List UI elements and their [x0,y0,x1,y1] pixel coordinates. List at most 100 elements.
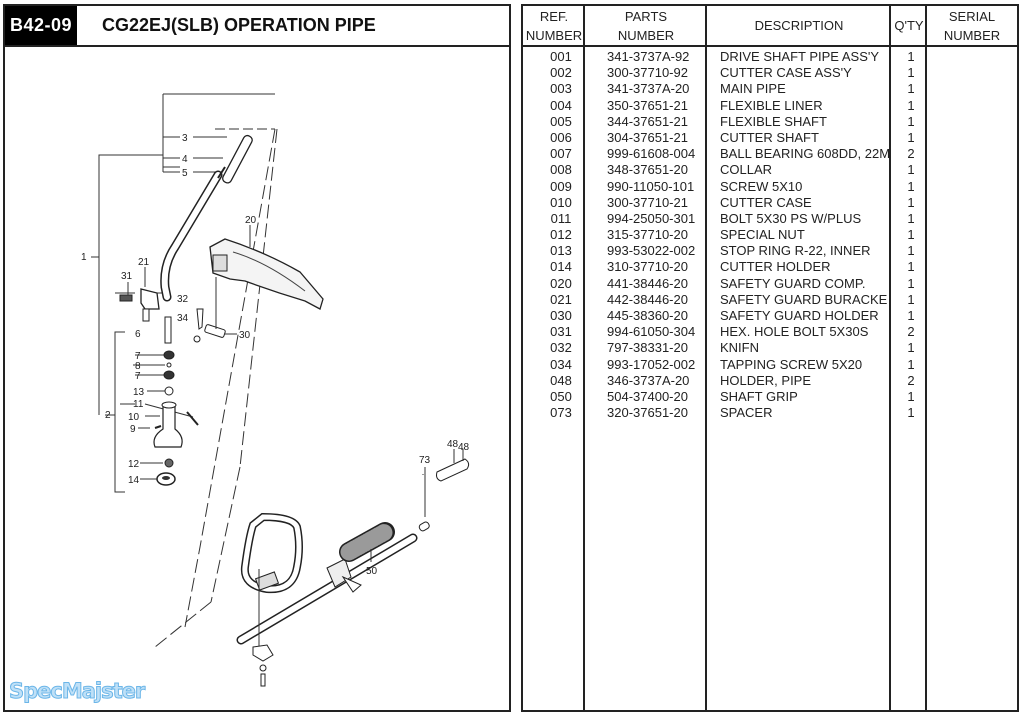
description-cell: CUTTER HOLDER [720,259,831,275]
parts-number-cell: 348-37651-20 [607,162,688,178]
parts-number-cell: 990-11050-101 [607,178,695,194]
ref-number-cell: 020 [550,275,572,291]
exploded-parts-diagram: 1 2 3 4 5 6 7 8 7 13 11 10 9 12 14 20 21… [81,93,470,687]
callout-30: 30 [239,330,251,341]
qty-cell: 1 [907,243,915,259]
bracket-line [98,154,163,415]
callout-7: 7 [135,351,141,362]
collar [166,362,172,368]
ref-number-cell: 004 [550,97,572,113]
column-divider [523,6,585,710]
parts-number-cell: 346-3737A-20 [607,372,690,388]
description-cell: STOP RING R-22, INNER [720,243,871,259]
ref-number-cell: 073 [550,405,572,421]
callout-2: 2 [105,410,111,421]
callout-12: 12 [128,459,140,470]
ref-number-cell: 010 [550,194,572,210]
pipe-holder [436,458,470,482]
callout-8: 8 [135,361,141,372]
description-cell: KNIFN [720,340,759,356]
description-cell: SPECIAL NUT [720,227,805,243]
header-text: REF. [539,8,569,24]
qty-cell: 1 [907,275,915,291]
parts-number-cell: 441-38446-20 [607,275,688,291]
table-row: 014 310-37710-20 CUTTER HOLDER 1 [523,259,1017,275]
page-title: CG22EJ(SLB) OPERATION PIPE [102,15,376,35]
qty-cell: 1 [907,210,915,226]
header-parts-number: PARTS NUMBER [585,6,707,45]
safety-guard [209,238,324,310]
callout-73: 73 [419,455,431,466]
parts-number-cell: 304-37651-21 [607,129,688,145]
knife [196,308,204,330]
ref-number-cell: 034 [550,356,572,372]
header-text: Q'TY [894,18,924,33]
ball-bearing [163,370,175,380]
table-row: 020 441-38446-20 SAFETY GUARD COMP. 1 [523,276,1017,292]
description-cell: SAFETY GUARD COMP. [720,275,866,291]
shaft-grip [339,522,395,562]
qty-cell: 1 [907,308,915,323]
cutter-shaft [164,316,172,344]
bracket-line [162,94,180,168]
safety-guard-bracket [140,288,160,310]
description-cell: BOLT 5X30 PS W/PLUS [720,210,862,226]
qty-cell: 1 [907,291,915,307]
watermark-logo: SpecMajster [8,679,145,704]
header-text: NUMBER [525,27,583,43]
callout-3: 3 [182,133,188,144]
qty-cell: 1 [907,356,915,372]
description-cell: SAFETY GUARD HOLDER [720,308,879,323]
parts-number-cell: 310-37710-20 [607,259,688,275]
description-cell: CUTTER CASE ASS'Y [720,65,852,81]
description-cell: DRIVE SHAFT PIPE ASS'Y [720,49,880,64]
qty-cell: 1 [907,405,915,421]
qty-cell: 1 [907,129,915,145]
callout-48a: 48 [447,439,459,450]
description-cell: HEX. HOLE BOLT 5X30S [720,324,869,340]
ref-number-cell: 021 [550,291,572,307]
qty-cell: 1 [907,259,915,275]
column-divider [707,6,891,710]
bolt [186,411,199,426]
callout-32: 32 [177,294,189,305]
qty-cell: 1 [907,81,915,97]
section-code: B42-09 [5,6,77,45]
parts-number-cell: 442-38446-20 [607,291,688,307]
header-text: NUMBER [617,27,675,43]
table-row: 021 442-38446-20 SAFETY GUARD BURACKE 1 [523,292,1017,308]
description-cell: SPACER [720,405,773,421]
callout-48b: 48 [458,442,470,453]
header-text: NUMBER [943,27,1001,43]
callout-9: 9 [130,424,136,435]
header-qty: Q'TY [891,6,927,45]
ref-number-cell: 031 [550,324,572,340]
special-nut [164,458,174,468]
description-cell: SAFETY GUARD BURACKE [720,291,888,307]
qty-cell: 1 [907,162,915,178]
table-header: REF. NUMBER PARTS NUMBER DESCRIPTION Q'T… [523,6,1017,47]
qty-cell: 1 [907,178,915,194]
ref-number-cell: 014 [550,259,572,275]
header-serial-number: SERIAL NUMBER [927,6,1017,45]
ball-bearing [163,350,175,360]
parts-table: REF. NUMBER PARTS NUMBER DESCRIPTION Q'T… [521,4,1019,712]
stop-ring [164,386,174,396]
ref-number-cell: 030 [550,308,572,323]
ref-number-cell: 032 [550,340,572,356]
qty-cell: 1 [907,113,915,129]
ref-number-cell: 013 [550,243,572,259]
callout-34: 34 [177,313,189,324]
column-divider [891,6,927,710]
